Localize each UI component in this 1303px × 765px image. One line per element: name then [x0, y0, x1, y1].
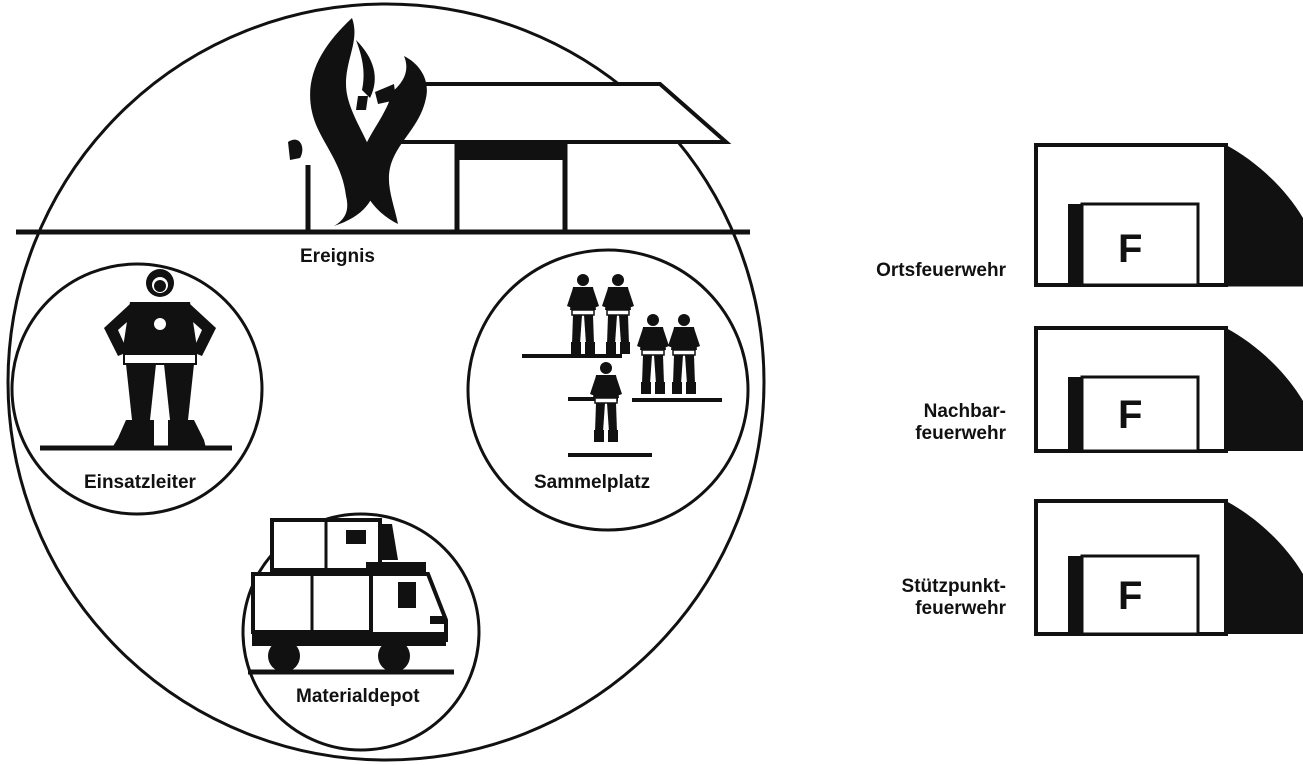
einsatzleiter-label: Einsatzleiter — [84, 472, 197, 493]
station-stuetzpunktfeuerwehr: F Stützpunkt- feuerwehr — [902, 499, 1303, 636]
station-label-line-2: feuerwehr — [915, 598, 1006, 619]
main-circle — [6, 2, 766, 762]
station-ortsfeuerwehr: F Ortsfeuerwehr — [876, 143, 1303, 287]
station-label-line-1: Stützpunkt- — [902, 576, 1006, 597]
station-label: Ortsfeuerwehr — [876, 260, 1006, 281]
station-door-letter: F — [1118, 227, 1142, 271]
ereignis-label: Ereignis — [300, 246, 375, 267]
crew-group — [567, 274, 700, 442]
crew-member-icon — [637, 314, 669, 394]
crew-member-icon — [590, 362, 622, 442]
commander-figure-icon — [40, 269, 232, 451]
fire-station-icon: F — [1034, 499, 1303, 636]
station-label-line-2: feuerwehr — [915, 423, 1006, 444]
materialdepot-label: Materialdepot — [296, 686, 420, 707]
fire-station-icon: F — [1034, 326, 1303, 453]
crew-member-icon — [567, 274, 599, 354]
station-door-letter: F — [1118, 393, 1142, 437]
crew-member-icon — [602, 274, 634, 354]
fire-station-icon: F — [1034, 143, 1303, 287]
station-label-line-1: Nachbar- — [924, 401, 1006, 422]
crew-member-icon — [668, 314, 700, 394]
burning-house-icon — [16, 18, 750, 235]
truck-icon — [248, 518, 454, 675]
sammelplatz-label: Sammelplatz — [534, 472, 650, 493]
station-nachbarfeuerwehr: F Nachbar- feuerwehr — [915, 326, 1303, 453]
station-door-letter: F — [1118, 574, 1142, 618]
